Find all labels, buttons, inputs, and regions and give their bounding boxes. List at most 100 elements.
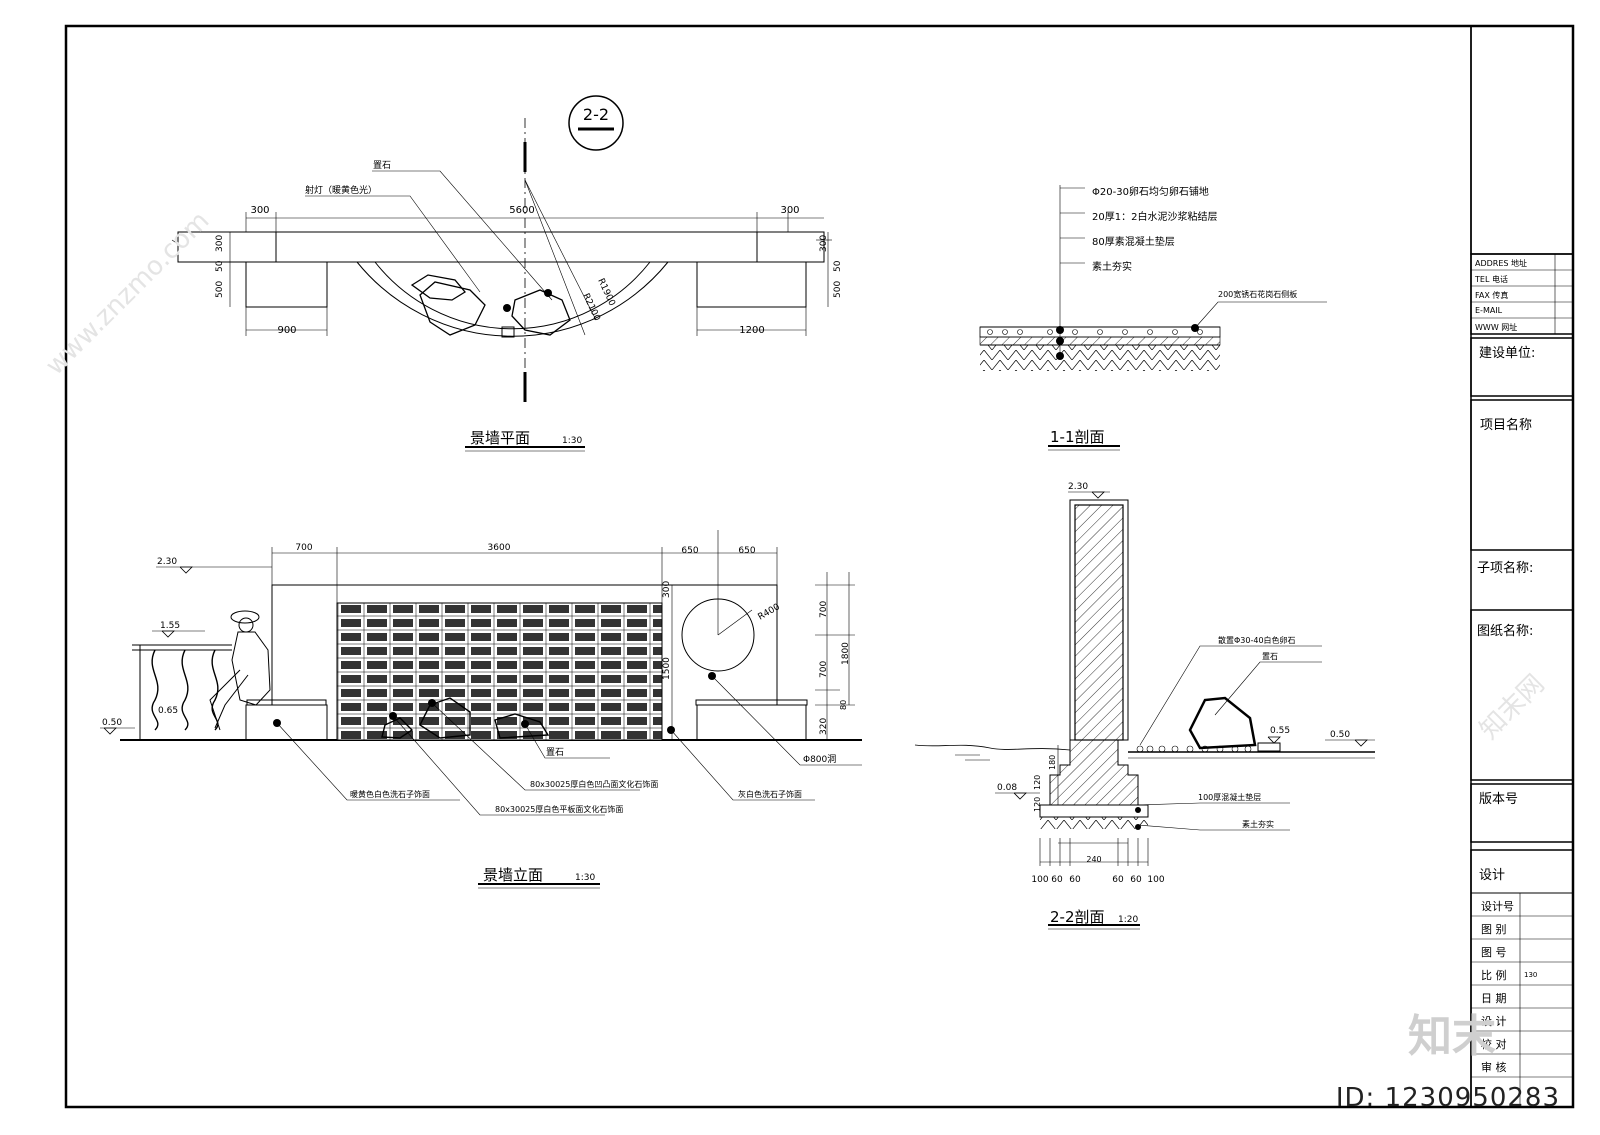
- svg-text:R400: R400: [757, 602, 783, 623]
- row-scale-value: 130: [1524, 971, 1538, 979]
- drawing-name-label: 图纸名称:: [1477, 624, 1534, 639]
- row-designer: 设 计: [1481, 1015, 1507, 1028]
- svg-text:80: 80: [839, 700, 848, 710]
- svg-text:700: 700: [819, 601, 829, 618]
- section-1-1-view: [979, 185, 1327, 451]
- project-label: 项目名称: [1480, 418, 1533, 433]
- svg-text:500: 500: [215, 281, 225, 298]
- svg-text:320: 320: [819, 718, 829, 735]
- svg-text:50: 50: [833, 260, 843, 272]
- svg-text:0.50: 0.50: [102, 718, 122, 728]
- row-scale: 比 例: [1481, 969, 1507, 982]
- svg-text:2.30: 2.30: [157, 557, 177, 567]
- svg-text:120: 120: [1033, 797, 1042, 812]
- contact-www: WWW 网址: [1475, 323, 1518, 332]
- section-2-2-scale: 1:20: [1118, 915, 1138, 925]
- svg-text:5600: 5600: [509, 205, 534, 216]
- svg-text:0.65: 0.65: [158, 706, 178, 716]
- plan-lamp-label: 射灯（暖黄色光）: [305, 184, 377, 196]
- svg-text:650: 650: [738, 546, 755, 556]
- svg-text:60: 60: [1130, 875, 1142, 885]
- row-date: 日 期: [1481, 992, 1507, 1005]
- svg-text:500: 500: [833, 281, 843, 298]
- row-drawing-no: 图 号: [1481, 946, 1507, 959]
- svg-text:1.55: 1.55: [160, 621, 180, 631]
- svg-text:300: 300: [215, 235, 225, 252]
- edge-label: 200宽锈石花岗石侧板: [1218, 289, 1297, 299]
- plan-text: 2-2 置石 射灯（暖黄色光） 300 5600 300 900 1200 30…: [215, 105, 843, 447]
- plan-stone-label: 置石: [373, 160, 391, 171]
- svg-text:2.30: 2.30: [1068, 482, 1088, 492]
- svg-text:700: 700: [295, 543, 312, 553]
- client-label: 建设单位:: [1479, 346, 1536, 361]
- elev-hole-label: Φ800洞: [803, 754, 836, 765]
- row-design-no: 设计号: [1481, 900, 1514, 913]
- svg-text:3600: 3600: [488, 543, 511, 553]
- svg-text:60: 60: [1069, 875, 1081, 885]
- plan-scale: 1:30: [562, 436, 582, 446]
- layer-label-2: 20厚1：2白水泥沙浆粘结层: [1092, 210, 1217, 223]
- svg-text:0.08: 0.08: [997, 783, 1017, 793]
- contact-tel: TEL 电话: [1475, 275, 1508, 284]
- svg-text:120: 120: [1033, 775, 1042, 790]
- concrete-label: 100厚混凝土垫层: [1198, 792, 1261, 802]
- title-block: [1470, 25, 1574, 1108]
- svg-text:0.50: 0.50: [1330, 730, 1350, 740]
- s22-stone-label: 置石: [1262, 652, 1278, 661]
- section-1-1-text: Φ20-30卵石均匀卵石铺地 20厚1：2白水泥沙浆粘结层 80厚素混凝土垫层 …: [1050, 185, 1297, 446]
- plan-section-mark: 2-2: [583, 105, 609, 124]
- svg-text:100: 100: [1147, 875, 1164, 885]
- plan-view: [171, 95, 832, 452]
- elevation-scale: 1:30: [575, 873, 595, 883]
- svg-text:300: 300: [250, 205, 269, 216]
- subitem-label: 子项名称:: [1477, 561, 1534, 576]
- svg-text:60: 60: [1051, 875, 1063, 885]
- elev-seat-left-label: 暖黄色白色洗石子饰面: [350, 789, 430, 799]
- svg-text:700: 700: [819, 661, 829, 678]
- svg-text:60: 60: [1112, 875, 1124, 885]
- svg-text:300: 300: [662, 581, 672, 598]
- svg-text:300: 300: [780, 205, 799, 216]
- layer-label-3: 80厚素混凝土垫层: [1092, 235, 1175, 248]
- svg-text:R2100: R2100: [580, 292, 602, 323]
- elevation-text: 700 3600 650 650 300 700 1800 1500 700 8…: [102, 543, 851, 884]
- section-2-2-text: 2.30 0.55 0.50 0.08 散置Φ30-40白色卵石 置石 100厚…: [997, 482, 1350, 926]
- elevation-title: 景墙立面: [483, 866, 543, 884]
- elev-seat-right-label: 灰白色洗石子饰面: [738, 789, 802, 799]
- svg-text:1200: 1200: [739, 325, 764, 336]
- svg-text:240: 240: [1086, 855, 1101, 864]
- layer-label-1: Φ20-30卵石均匀卵石铺地: [1092, 185, 1209, 198]
- svg-text:900: 900: [277, 325, 296, 336]
- svg-text:50: 50: [215, 260, 225, 272]
- pebble-label: 散置Φ30-40白色卵石: [1218, 635, 1296, 645]
- design-label: 设计: [1479, 868, 1506, 883]
- image-id: ID: 1230950283: [1335, 1083, 1560, 1113]
- svg-text:650: 650: [681, 546, 698, 556]
- svg-text:0.55: 0.55: [1270, 726, 1290, 736]
- svg-text:100: 100: [1031, 875, 1048, 885]
- layer-label-4: 素土夯实: [1092, 260, 1132, 273]
- elev-stone-label: 置石: [546, 747, 564, 758]
- row-category: 图 别: [1481, 923, 1507, 936]
- svg-text:R1900: R1900: [595, 277, 617, 308]
- elev-face2-label: 80x30025厚白色平板面文化石饰面: [495, 804, 623, 814]
- contact-fax: FAX 传真: [1475, 291, 1509, 300]
- contact-email: E-MAIL: [1475, 306, 1503, 315]
- soil-label: 素土夯实: [1242, 819, 1274, 829]
- section-2-2-view: [914, 491, 1375, 930]
- version-label: 版本号: [1479, 792, 1519, 807]
- plan-title: 景墙平面: [470, 429, 530, 447]
- outer-frame: [64, 24, 1575, 1109]
- row-checker: 校 对: [1481, 1038, 1507, 1051]
- svg-text:1500: 1500: [662, 657, 672, 680]
- svg-text:180: 180: [1048, 755, 1057, 770]
- elevation-view: [100, 530, 862, 889]
- elev-face1-label: 80x30025厚白色凹凸面文化石饰面: [530, 779, 658, 789]
- section-2-2-title: 2-2剖面: [1050, 908, 1105, 926]
- contact-address: ADDRES 地址: [1475, 259, 1528, 268]
- svg-text:300: 300: [819, 235, 829, 252]
- section-1-1-title: 1-1剖面: [1050, 428, 1105, 446]
- svg-text:1800: 1800: [841, 642, 851, 665]
